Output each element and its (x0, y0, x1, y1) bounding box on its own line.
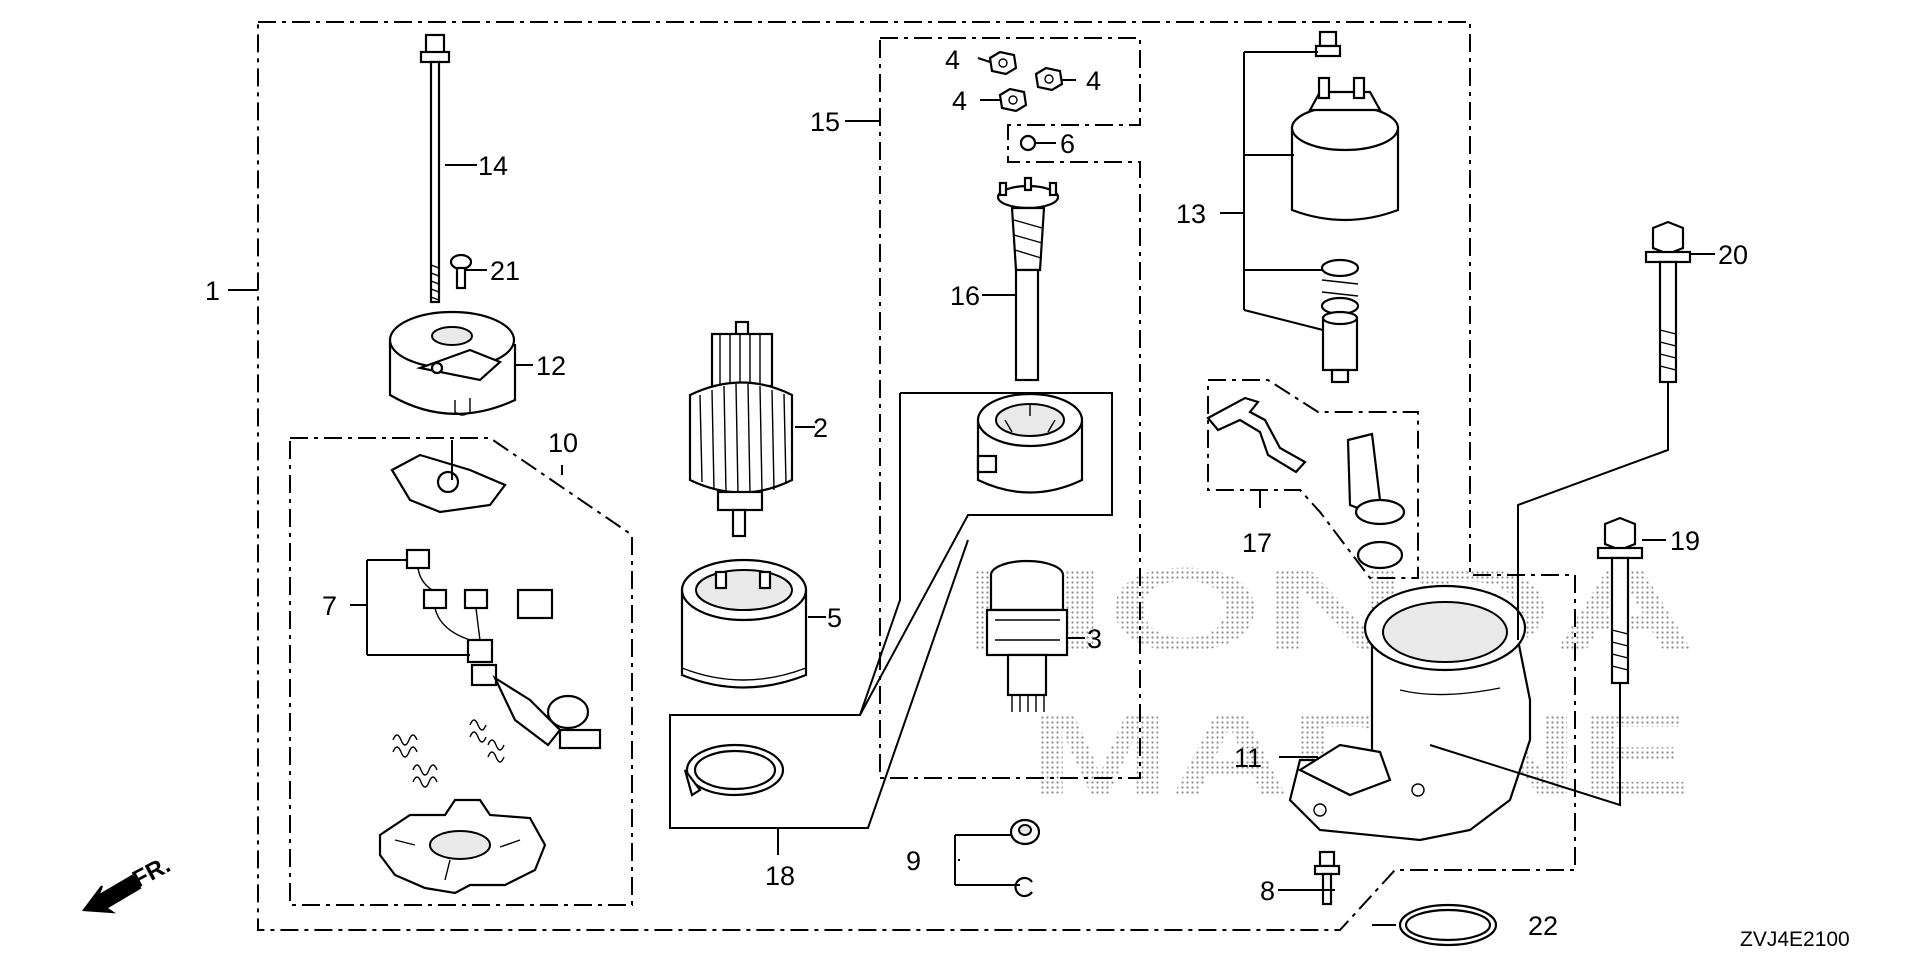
leader-lines (228, 51, 1715, 926)
callout-9: 9 (906, 846, 921, 876)
part-6-ball (1019, 134, 1037, 152)
part-3-pinion (985, 559, 1069, 712)
part-brush-springs (392, 719, 505, 788)
callout-7: 7 (322, 591, 337, 621)
callout-4b: 4 (1086, 66, 1101, 96)
callout-21: 21 (490, 256, 520, 286)
callout-1: 1 (205, 276, 220, 306)
callout-10: 10 (548, 428, 578, 458)
callout-17: 17 (1242, 528, 1272, 558)
callout-18: 18 (765, 861, 795, 891)
part-4-nuts (988, 50, 1064, 113)
part-gasket-plate (390, 453, 507, 514)
diagram-code: ZVJ4E2100 (1740, 928, 1850, 951)
part-9-bearing (1009, 818, 1041, 898)
callout-14: 14 (478, 151, 508, 181)
part-20-bolt (1644, 220, 1692, 384)
part-8-bolt (1313, 850, 1341, 906)
callout-13: 13 (1176, 199, 1206, 229)
part-11-housing (1288, 584, 1532, 842)
part-21-screw (449, 253, 473, 290)
callout-22: 22 (1528, 911, 1558, 941)
callout-4a: 4 (945, 45, 960, 75)
group-17-boundary (1207, 379, 1419, 579)
callout-16: 16 (950, 281, 980, 311)
callout-3: 3 (1087, 624, 1102, 654)
group-18-boundary (669, 392, 1113, 829)
callout-4c: 4 (952, 86, 967, 116)
callout-19: 19 (1670, 526, 1700, 556)
callout-12: 12 (536, 351, 566, 381)
assembly-1-boundary (257, 21, 1576, 931)
part-19-bolt (1596, 516, 1644, 685)
part-16-shaft (996, 176, 1060, 382)
part-14-through-bolt (419, 33, 451, 304)
group-15-boundary (879, 37, 1141, 779)
callout-6: 6 (1060, 129, 1075, 159)
callout-2: 2 (813, 413, 828, 443)
part-18-ring (683, 743, 785, 797)
callout-15: 15 (810, 107, 840, 137)
part-5-yoke (680, 558, 808, 689)
part-2-armature (688, 320, 794, 538)
part-7-brush-leads (405, 548, 602, 750)
direction-indicator: FR. (81, 851, 175, 914)
part-brush-holder (378, 798, 547, 895)
part-17-lever (1206, 396, 1406, 570)
callout-20: 20 (1718, 240, 1748, 270)
part-12-rear-cover (388, 310, 517, 416)
callout-labels: 1 2 3 4 4 4 5 6 7 8 9 10 11 12 13 14 15 … (205, 45, 1850, 951)
watermark-line1: HONDA (962, 544, 1697, 676)
callout-8: 8 (1260, 876, 1275, 906)
part-22-oring (1398, 903, 1498, 947)
part-internal-gear (976, 392, 1084, 494)
group-10-boundary (289, 437, 633, 906)
callout-5: 5 (827, 603, 842, 633)
part-13-solenoid (1290, 30, 1400, 384)
callout-11: 11 (1234, 743, 1262, 773)
